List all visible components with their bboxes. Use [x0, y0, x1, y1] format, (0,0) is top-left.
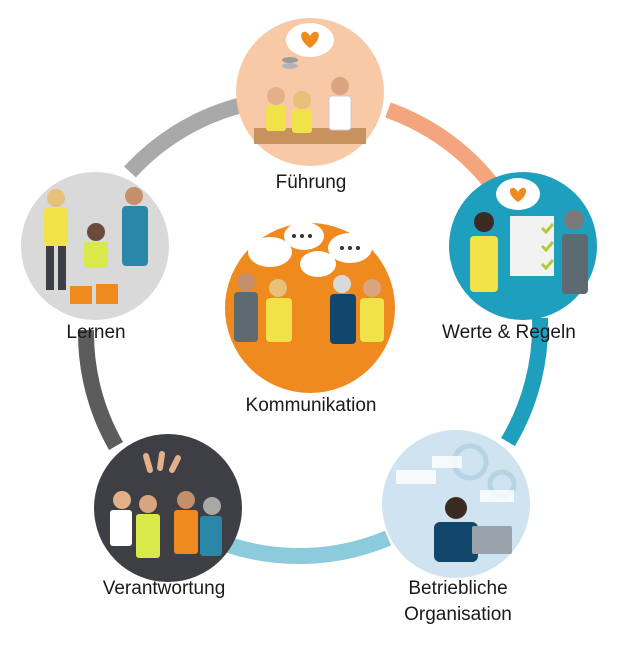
- node-lernen: [21, 172, 169, 320]
- label-organisation-line1: Betriebliche: [408, 578, 508, 599]
- connector-werte-organisation: [501, 317, 549, 447]
- label-fuehrung: Führung: [275, 172, 347, 193]
- colleagues-learning-icon: [44, 187, 148, 304]
- label-kommunikation: Kommunikation: [245, 395, 377, 416]
- speech-bubbles-team-icon: [234, 222, 384, 344]
- node-verantwortung: [94, 434, 242, 582]
- node-fuehrung: [236, 18, 384, 166]
- connector-fuehrung-werte: [385, 102, 503, 195]
- node-werte: [449, 172, 597, 320]
- label-werte-regeln: Werte & Regeln: [442, 322, 576, 343]
- team-lead-heart-icon: [254, 23, 366, 144]
- checklist-heart-icon: [470, 178, 588, 294]
- label-lernen: Lernen: [66, 322, 126, 343]
- connector-verantwortung-lernen: [77, 329, 123, 450]
- node-kommunikation: [225, 222, 395, 393]
- connector-lernen-fuehrung: [124, 96, 248, 178]
- connector-organisation-verantwortung: [223, 530, 392, 565]
- node-organisation: [382, 430, 530, 578]
- office-worker-process-icon: [396, 443, 517, 562]
- label-organisation-line2: Organisation: [404, 604, 512, 625]
- team-high-five-icon: [110, 451, 222, 558]
- label-verantwortung: Verantwortung: [102, 578, 226, 599]
